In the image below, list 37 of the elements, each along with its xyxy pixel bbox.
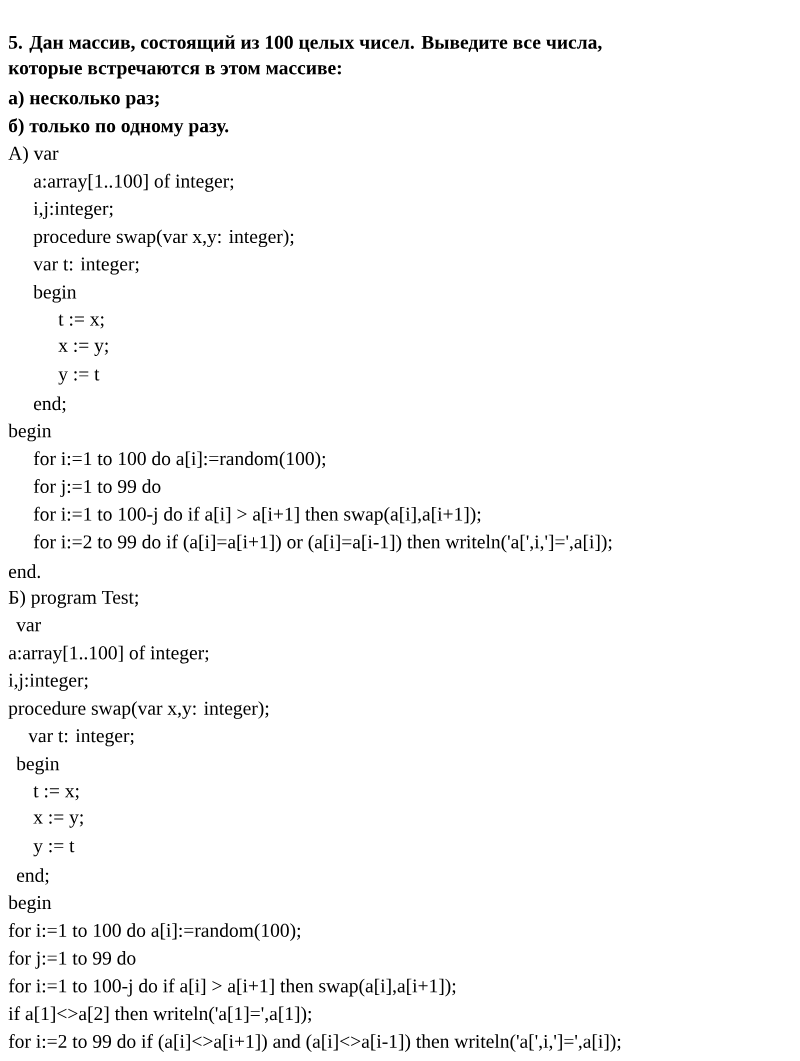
code-line: y := t [58,369,100,385]
code-line: a:array[1..100] of integer; [8,645,209,664]
code-line: begin [8,423,52,442]
code-line: if a[1]<>a[2] then writeln('a[1]=',a[1]); [8,1006,311,1025]
code-line: А) var [8,146,59,164]
code-line: for i:=1 to 100-j do if a[i] > a[i+1] then swap(a[i],a[i+1]); [8,978,456,997]
code-line: a:array[1..100] of integer; [33,173,234,192]
code-line: t := x; [33,786,79,801]
code-line: i,j:integer; [8,673,88,691]
code-line: procedure swap(var x,y: integer); [33,229,294,248]
problem-statement: которые встречаются в этом массиве: [8,65,341,79]
code-line: y := t [33,841,75,857]
code-line: begin [8,895,52,914]
code-line: for j:=1 to 99 do [8,950,136,969]
code-line: x := y; [33,814,83,828]
problem-statement: 5. Дан массив, состоящий из 100 целых чисел. Выведите все числа, [9,35,602,53]
problem-statement: а) несколько раз; [8,90,159,109]
code-line: i,j:integer; [33,201,113,220]
code-line: procedure swap(var x,y: integer); [8,701,269,719]
code-line: Б) program Test; [8,590,138,608]
code-line: for i:=2 to 99 do if (a[i]=a[i+1]) or (a[i]=a[i-1]) then writeln('a[',i,']=',a[i]); [33,534,612,553]
code-line: end. [8,564,40,579]
code-line: for i:=1 to 100 do a[i]:=random(100); [33,451,326,470]
code-line: for i:=1 to 100 do a[i]:=random(100); [8,923,301,941]
code-line: end; [33,396,66,413]
code-line: begin [33,284,77,303]
code-line: var [16,622,41,632]
code-line: for j:=1 to 99 do [33,479,161,497]
code-line: var t: integer; [33,257,139,275]
code-line: x := y; [58,342,108,356]
code-line: for i:=1 to 100-j do if a[i] > a[i+1] then swap(a[i],a[i+1]); [33,506,481,525]
problem-statement: б) только по одному разу. [8,118,229,137]
code-line: t := x; [58,314,104,329]
code-line: end; [16,868,49,885]
code-line: var t: integer; [28,729,134,747]
code-line: for i:=2 to 99 do if (a[i]<>a[i+1]) and (a[i]<>a[i-1]) then writeln('a[',i,']=',a[i]); [8,1034,621,1052]
code-line: begin [16,756,60,775]
